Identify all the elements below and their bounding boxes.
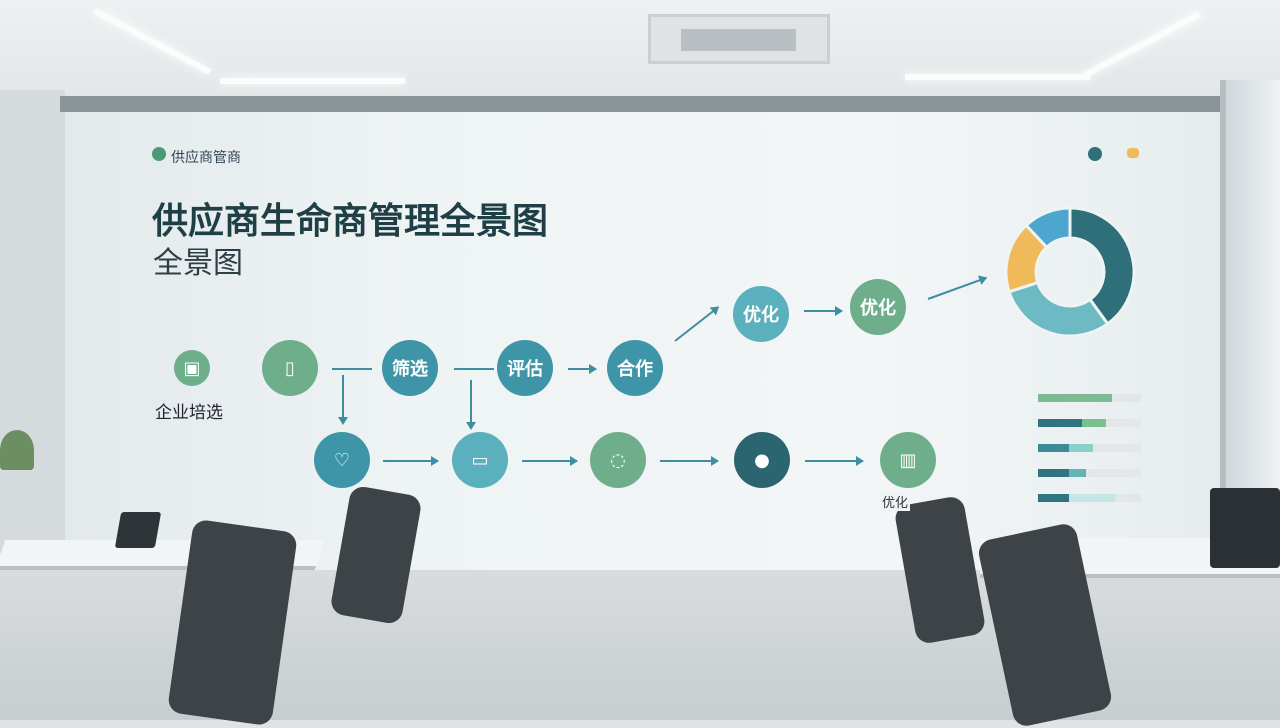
logo-icon xyxy=(152,147,166,161)
connector-line xyxy=(332,368,372,370)
progress-bar xyxy=(1038,494,1141,502)
node-cooperate: 合作 xyxy=(607,340,663,396)
node-optimize-2: 优化 xyxy=(850,279,906,335)
donut-slice xyxy=(1007,280,1110,338)
ceiling-light xyxy=(905,74,1090,80)
monitor xyxy=(1210,488,1280,568)
node-optimize-1: 优化 xyxy=(733,286,789,342)
donut-slice xyxy=(1068,206,1136,326)
logo-text: 供应商管商 xyxy=(171,150,241,166)
progress-bar xyxy=(1038,469,1141,477)
bottom-node-label: 优化 xyxy=(880,492,911,511)
arrow-right xyxy=(383,456,439,466)
progress-bar xyxy=(1038,419,1141,427)
shield-icon-node: ◌ xyxy=(590,432,646,488)
page-title: 供应商生命商管理全景图 xyxy=(152,201,549,242)
air-vent xyxy=(648,14,830,64)
ceiling-light xyxy=(220,78,405,84)
window xyxy=(1220,80,1280,550)
start-icon: ▣ xyxy=(174,350,210,386)
progress-bar xyxy=(1038,394,1141,402)
arrow-right xyxy=(660,456,719,466)
arrow-down xyxy=(466,380,476,430)
node-screening: 筛选 xyxy=(382,340,438,396)
left-wall xyxy=(0,90,65,590)
badge-icon xyxy=(1127,148,1139,158)
laptop xyxy=(114,512,162,548)
handshake-icon-node: ♡ xyxy=(314,432,370,488)
arrow-right xyxy=(522,456,578,466)
arrow-down xyxy=(338,375,348,425)
ceiling xyxy=(0,0,1280,100)
user-icon-node: ● xyxy=(734,432,790,488)
arrow-right xyxy=(568,364,597,374)
donut-slice xyxy=(1024,206,1072,250)
node-evaluate: 评估 xyxy=(497,340,553,396)
progress-bar xyxy=(1038,444,1141,452)
screen-frame xyxy=(60,96,1220,112)
connector-line xyxy=(454,368,494,370)
building-icon-node: ▥ xyxy=(880,432,936,488)
monitor-icon-node: ▭ xyxy=(452,432,508,488)
document-icon-node: ▯ xyxy=(262,340,318,396)
info-icon xyxy=(1088,147,1102,161)
donut-chart xyxy=(1004,206,1136,338)
page-subtitle: 全景图 xyxy=(153,246,243,281)
start-label: 企业培选 xyxy=(155,403,223,423)
plant xyxy=(0,430,34,470)
arrow-right xyxy=(804,306,843,316)
arrow-right xyxy=(805,456,864,466)
